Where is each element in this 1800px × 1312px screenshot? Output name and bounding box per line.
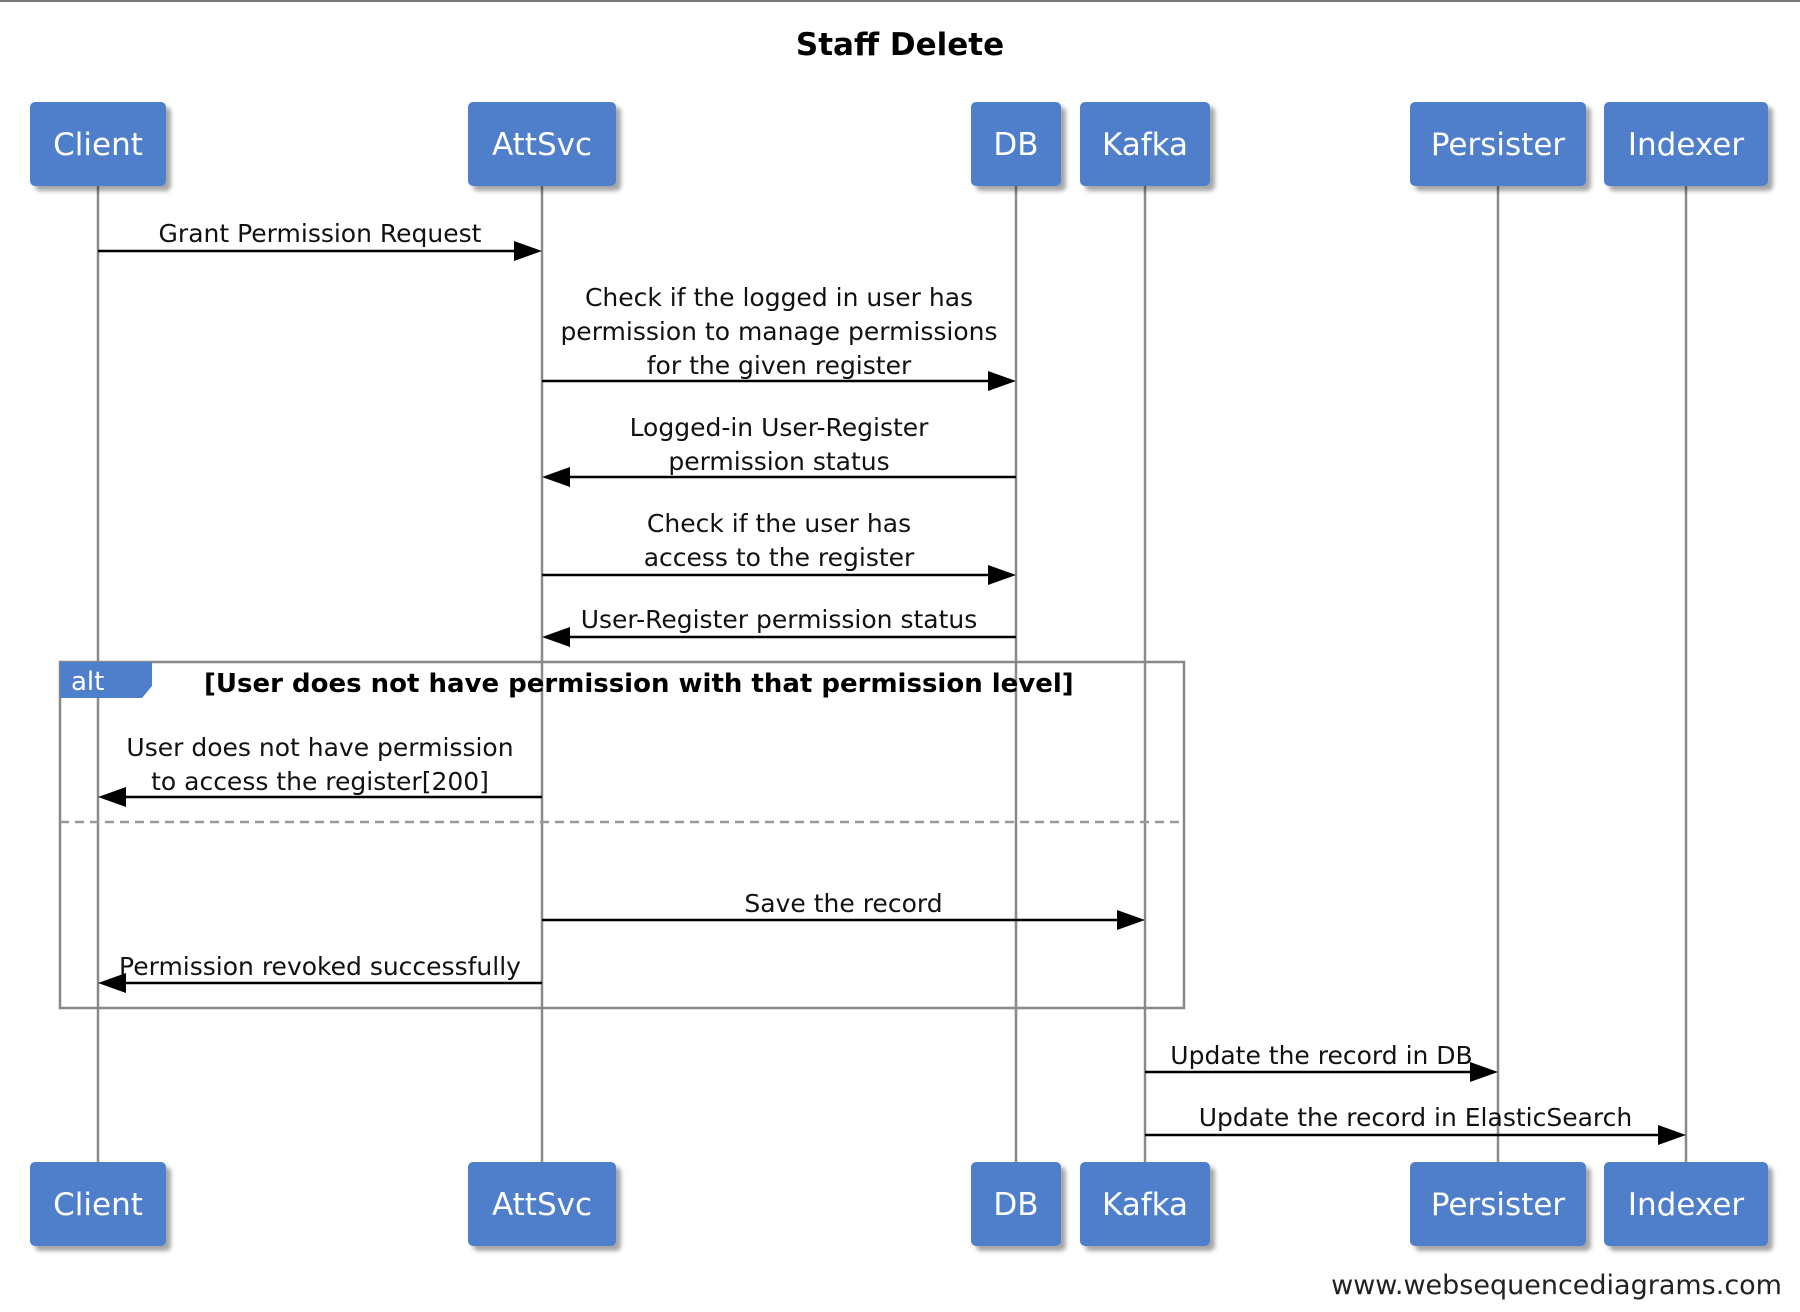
message-1: Grant Permission Request	[98, 219, 542, 261]
message-arrowhead	[988, 565, 1016, 585]
message-10: Update the record in ElasticSearch	[1145, 1103, 1686, 1145]
participant-box	[1410, 1162, 1586, 1246]
participant-kafka-bottom: Kafka	[1080, 1162, 1210, 1246]
message-label: Grant Permission Request	[159, 219, 482, 248]
message-label: Permission revoked successfully	[119, 952, 521, 981]
message-label: permission status	[668, 447, 889, 476]
participant-persister-bottom: Persister	[1410, 1162, 1586, 1246]
alt-frame-border	[58, 660, 1186, 1010]
participant-label: Persister	[1431, 1187, 1566, 1223]
participant-label: Indexer	[1628, 127, 1744, 163]
message-label: permission to manage permissions	[560, 317, 997, 346]
message-arrowhead	[1658, 1125, 1686, 1145]
participant-box	[30, 1162, 166, 1246]
message-8: Permission revoked successfully	[98, 952, 542, 993]
participant-label: Persister	[1431, 127, 1566, 163]
participant-box	[468, 1162, 616, 1246]
participant-label: DB	[993, 1187, 1038, 1223]
participant-label: Client	[53, 1187, 143, 1223]
participant-attsvc-bottom: AttSvc	[468, 1162, 616, 1246]
message-3: Logged-in User-Register permission status	[542, 413, 1016, 487]
participant-attsvc-top: AttSvc	[468, 102, 616, 186]
message-label: Update the record in DB	[1170, 1041, 1472, 1070]
participants-bottom: Client AttSvc DB Kafka Persister Indexer	[30, 1162, 1768, 1246]
lifelines	[96, 186, 1688, 1162]
message-label: Logged-in User-Register	[630, 413, 930, 442]
alt-condition: [User does not have permission with that…	[204, 669, 1074, 699]
message-arrowhead	[1470, 1062, 1498, 1082]
participant-box	[1604, 102, 1768, 186]
message-label: for the given register	[647, 351, 912, 380]
participant-label: Kafka	[1102, 1187, 1188, 1223]
participant-label: Client	[53, 127, 143, 163]
alt-tag-label: alt	[71, 667, 104, 697]
message-arrowhead	[542, 467, 570, 487]
message-4: Check if the user has access to the regis…	[542, 509, 1016, 585]
message-2: Check if the logged in user has permissio…	[542, 283, 1016, 391]
participant-box	[1604, 1162, 1768, 1246]
participant-kafka-top: Kafka	[1080, 102, 1210, 186]
message-label: to access the register[200]	[151, 767, 489, 796]
message-arrowhead	[988, 371, 1016, 391]
participant-indexer-bottom: Indexer	[1604, 1162, 1768, 1246]
message-label: Save the record	[744, 889, 942, 918]
participant-client-bottom: Client	[30, 1162, 166, 1246]
participant-persister-top: Persister	[1410, 102, 1586, 186]
alt-frame: alt [User does not have permission with …	[58, 660, 1186, 1010]
message-label: User-Register permission status	[581, 605, 978, 634]
message-arrowhead	[542, 627, 570, 647]
participant-box	[1080, 102, 1210, 186]
message-arrowhead	[514, 241, 542, 261]
participant-label: Kafka	[1102, 127, 1188, 163]
message-9: Update the record in DB	[1145, 1041, 1498, 1082]
message-label: User does not have permission	[126, 733, 513, 762]
watermark: www.websequencediagrams.com	[1331, 1270, 1782, 1301]
message-label: Update the record in ElasticSearch	[1199, 1103, 1632, 1132]
participant-box	[30, 102, 166, 186]
participant-label: AttSvc	[492, 1187, 592, 1223]
message-label: Check if the logged in user has	[585, 283, 973, 312]
participant-box	[468, 102, 616, 186]
participant-db-top: DB	[971, 102, 1061, 186]
participant-box	[971, 1162, 1061, 1246]
message-5: User-Register permission status	[542, 605, 1016, 647]
alt-tag-box	[60, 662, 152, 698]
participant-client-top: Client	[30, 102, 166, 186]
message-arrowhead	[98, 973, 126, 993]
participant-label: AttSvc	[492, 127, 592, 163]
message-7: Save the record	[542, 889, 1145, 930]
participant-indexer-top: Indexer	[1604, 102, 1768, 186]
message-label: access to the register	[644, 543, 915, 572]
message-arrowhead	[1117, 910, 1145, 930]
diagram-title: Staff Delete	[796, 27, 1004, 63]
participants-top: Client AttSvc DB Kafka Persister Indexer	[30, 102, 1768, 186]
participant-box	[1410, 102, 1586, 186]
participant-db-bottom: DB	[971, 1162, 1061, 1246]
message-arrowhead	[98, 787, 126, 807]
message-label: Check if the user has	[647, 509, 911, 538]
participant-label: Indexer	[1628, 1187, 1744, 1223]
message-6: User does not have permission to access t…	[98, 733, 542, 807]
participant-label: DB	[993, 127, 1038, 163]
participant-box	[1080, 1162, 1210, 1246]
participant-box	[971, 102, 1061, 186]
